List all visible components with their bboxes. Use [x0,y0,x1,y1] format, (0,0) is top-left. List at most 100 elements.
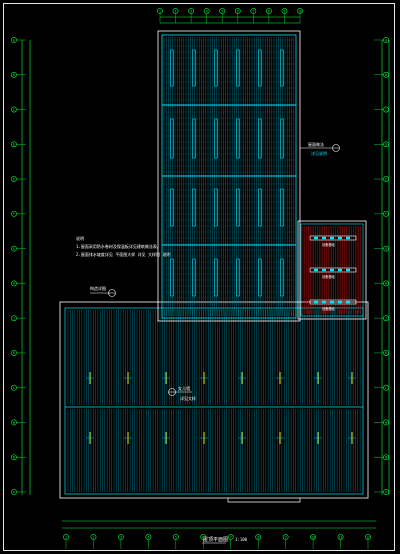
podium-callout: 女儿墙 详见大样 [168,385,196,401]
equipment-pad [338,236,342,240]
top-axis-label: 6 [237,9,239,13]
left-axis-label: N [13,456,15,460]
right-axis-bubble [383,280,389,287]
right-axis-label: K [385,351,387,355]
left-callout: 构造详图 [90,285,116,297]
drawing-scale: 1:100 [235,537,248,542]
equipment-base [309,235,357,241]
right-axis-label: A [385,38,387,42]
right-axis-bubble [383,245,389,252]
roof-opening [280,49,284,87]
equipment-label: 设备基础 [322,306,335,311]
left-axis-bubble [11,454,17,461]
roof-opening [214,188,218,227]
dimension-lines [21,16,390,529]
bottom-axis-label: 11 [339,535,343,539]
roof-opening [170,49,174,87]
right-axis-label: C [385,108,387,112]
bottom-axis-label: 7 [230,535,232,539]
right-axis-bubble [383,106,389,113]
top-axis-label: 7 [252,9,254,13]
podium-note-sub: 详见大样 [180,395,196,401]
left-axis-bubble [11,350,17,356]
right-axis-label: M [385,421,387,425]
bottom-axis-label: 8 [257,535,259,539]
bottom-axis-bubble [118,534,124,540]
roof-opening [192,188,196,227]
equipment-pad [314,236,318,240]
top-axis-label: 10 [298,9,302,13]
roof-opening [236,49,240,87]
bottom-axis-bubble [337,534,344,540]
top-axis-label: 5 [221,9,223,13]
left-callout-label: 构造详图 [90,285,106,291]
roof-opening [170,118,174,159]
right-axis-label: H [385,282,387,286]
left-axis-label: M [13,421,15,425]
top-axis-bubble [172,8,179,14]
left-axis-bubble [11,176,17,182]
bottom-axis-bubble [90,534,97,540]
equipment-pad [338,268,342,272]
podium-note-label: 女儿墙 [178,385,190,391]
left-axis-bubble [11,106,17,113]
top-axis-bubble [219,8,226,14]
bottom-axis-label: 1 [65,535,67,539]
equipment-pad [330,300,334,304]
roof-opening [258,118,262,159]
bottom-axis-bubble [255,534,262,540]
left-axis-label: K [13,351,15,355]
roof-opening [214,258,218,297]
tower-note-sub: 详见说明 [311,150,327,156]
bottom-axis-label: 12 [366,535,370,539]
right-axis-label: L [385,386,387,390]
equipment-pad [322,236,326,240]
equipment-pad [314,300,318,304]
roof-opening [280,118,284,159]
equipment-pad [314,268,318,272]
roof-opening [236,118,240,159]
right-axis-bubble [383,141,389,148]
drawing-title: 屋顶平面图 [203,537,228,543]
top-axis-bubble [203,8,210,14]
top-axis-bubble [281,8,288,14]
left-axis-label: G [13,247,15,251]
equipment-pad [330,268,334,272]
roof-opening [192,258,196,297]
top-axis-bubble [157,8,163,14]
equipment-pad [346,268,350,272]
right-axis-label: F [385,212,387,216]
tower-callout: 屋面做法 详见说明 [300,141,340,156]
top-axis-bubble [250,8,257,14]
roof-opening [170,258,174,297]
left-axis-bubble [11,245,17,252]
bottom-axis-label: 9 [285,535,287,539]
left-axis-label: J [13,316,15,320]
left-axis-label: C [13,108,15,112]
podium-roof [59,301,369,503]
bottom-axis-bubble [282,534,289,540]
tower-roof [157,30,301,322]
left-axis-bubble [11,71,17,78]
right-axis-label: N [385,456,387,460]
bottom-axis-label: 3 [120,535,122,539]
bottom-axis-label: 6 [202,535,204,539]
right-axis-bubble [383,350,389,356]
roof-opening [236,258,240,297]
top-axis-label: 3 [190,9,192,13]
roof-opening [280,258,284,297]
roof-opening [192,118,196,159]
top-axis-bubble [265,8,272,14]
left-axis-label: E [13,177,15,181]
top-axis-bubble [297,8,303,14]
note-1: 1.屋面采用防水卷材及保温板详见建筑做法表。 [76,243,161,249]
left-axis-label: A [13,38,15,42]
top-axis-label: 9 [283,9,285,13]
roof-opening [258,49,262,87]
drawing-title-block: 屋顶平面图 1:100 [202,537,248,544]
right-axis-bubble [383,37,389,43]
